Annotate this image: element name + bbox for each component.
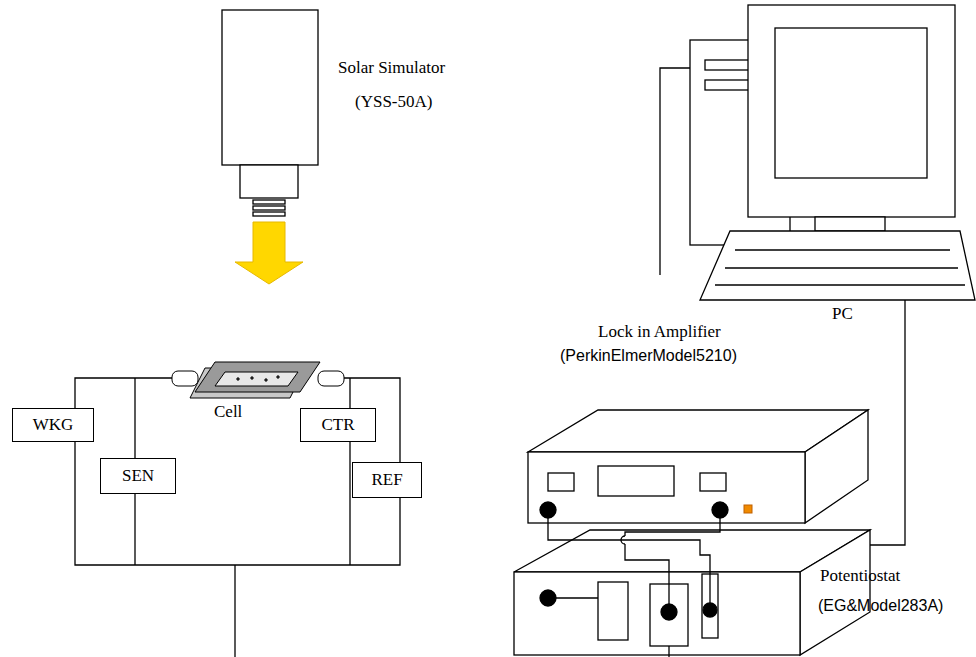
- box-label: CTR: [321, 415, 354, 435]
- box-label: REF: [371, 470, 402, 490]
- model-number-text: (YSS-50A): [355, 92, 432, 111]
- circuit-wires: [75, 378, 400, 657]
- model-number-text: (PerkinElmerModel5210): [560, 347, 737, 364]
- simulator-head: [240, 165, 298, 198]
- cell-illustration: [172, 362, 344, 398]
- potentiostat-illustration: [514, 530, 870, 655]
- model-number: (YSS-50A): [355, 92, 432, 112]
- box-label: SEN: [122, 466, 154, 486]
- electrode-box: SEN: [100, 458, 176, 494]
- pc-illustration: [690, 5, 975, 300]
- light-arrow: [235, 222, 303, 284]
- simulator-body: [222, 10, 318, 165]
- box-label: WKG: [33, 415, 74, 435]
- device-name: Solar Simulator: [338, 58, 445, 78]
- device-name-text: Lock in Amplifier: [598, 322, 721, 341]
- device-name: Potentiostat: [820, 566, 900, 586]
- signal-wires: [548, 518, 720, 657]
- model-number: (EG&Model283A): [818, 596, 943, 615]
- device-name-text: Potentiostat: [820, 566, 900, 585]
- device-name: Lock in Amplifier: [598, 322, 721, 342]
- electrode-box: CTR: [300, 408, 376, 442]
- device-name-text: Solar Simulator: [338, 58, 445, 77]
- lockin-illustration: [528, 410, 868, 523]
- device-name: PC: [832, 304, 853, 324]
- model-number-text: (EG&Model283A): [818, 597, 943, 614]
- electrode-box: REF: [352, 462, 422, 498]
- electrode-box: WKG: [12, 408, 94, 442]
- part-name-text: Cell: [214, 402, 242, 421]
- part-name: Cell: [214, 402, 242, 422]
- device-name-text: PC: [832, 304, 853, 323]
- model-number: (PerkinElmerModel5210): [560, 346, 737, 365]
